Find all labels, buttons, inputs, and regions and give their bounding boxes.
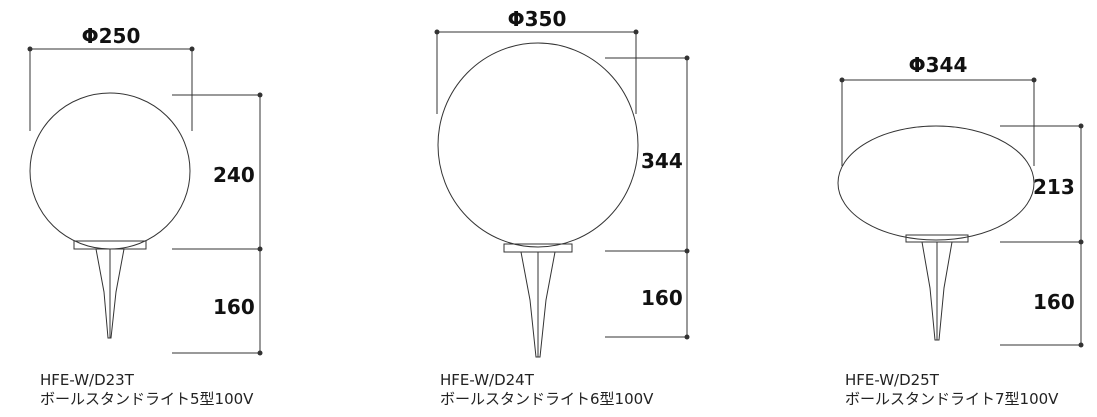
product-name: ボールスタンドライト7型100V (845, 390, 1059, 408)
lamp-spike (95, 248, 125, 339)
dimension-lines-d23t (29, 48, 261, 354)
spike-label-d23t: 160 (213, 295, 255, 319)
diameter-label-d25t: Φ344 (909, 53, 968, 77)
spike-label-d24t: 160 (641, 286, 683, 310)
height-label-d25t: 213 (1033, 175, 1075, 199)
lamp-drawing-d23t (29, 92, 191, 339)
dimension-lines-d24t (436, 31, 688, 338)
product-model: HFE-W/D25T (845, 371, 939, 389)
lamp-drawing-d25t (837, 125, 1035, 341)
lamp-spike (921, 241, 953, 341)
height-label-d24t: 344 (641, 149, 683, 173)
lamp-globe (837, 125, 1035, 241)
product-caption-d25t: HFE-W/D25T ボールスタンドライト7型100V (845, 371, 1058, 409)
lamp-drawing-d24t (437, 42, 639, 358)
lamp-base (503, 243, 573, 253)
product-name: ボールスタンドライト6型100V (440, 390, 654, 408)
lamp-globe (29, 92, 191, 250)
product-name: ボールスタンドライト5型100V (40, 390, 254, 408)
height-label-d23t: 240 (213, 163, 255, 187)
lamp-globe (437, 42, 639, 248)
product-caption-d23t: HFE-W/D23T ボールスタンドライト5型100V (40, 371, 253, 409)
spike-label-d25t: 160 (1033, 290, 1075, 314)
lamp-base (73, 240, 147, 250)
lamp-base (905, 234, 969, 243)
product-model: HFE-W/D24T (440, 371, 534, 389)
dimension-lines-d25t (841, 79, 1082, 346)
product-model: HFE-W/D23T (40, 371, 134, 389)
lamp-spike (520, 251, 556, 358)
product-caption-d24t: HFE-W/D24T ボールスタンドライト6型100V (440, 371, 653, 409)
diameter-label-d23t: Φ250 (82, 24, 141, 48)
diameter-label-d24t: Φ350 (508, 7, 567, 31)
